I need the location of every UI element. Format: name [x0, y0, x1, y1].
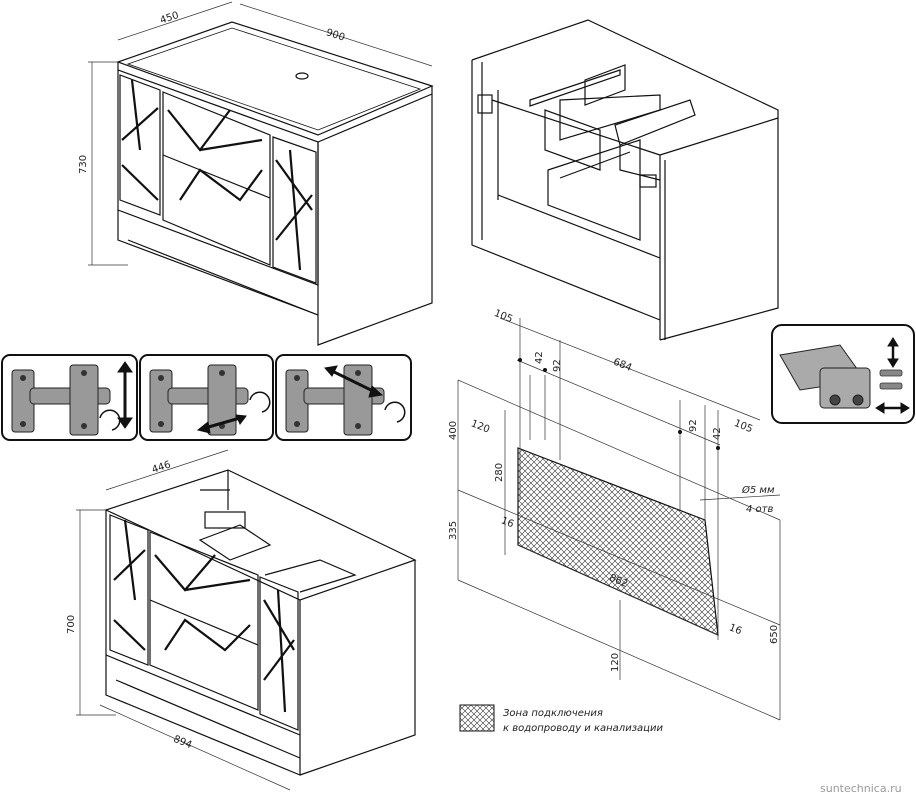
dim-height-top: 730: [78, 155, 89, 174]
connection-zone: [517, 447, 719, 636]
svg-text:280: 280: [494, 463, 505, 482]
dimension-lines-bottom: [76, 449, 291, 791]
svg-text:684: 684: [611, 357, 633, 374]
svg-text:335: 335: [448, 521, 459, 540]
svg-text:120: 120: [610, 653, 621, 672]
dim-depth-top: 450: [159, 10, 181, 26]
hinge-detail-box: [771, 324, 915, 424]
svg-text:105: 105: [732, 418, 754, 435]
cabinet-front-view-top: [116, 21, 434, 346]
svg-text:92: 92: [552, 359, 563, 372]
watermark: suntechnica.ru: [820, 782, 902, 795]
arrow-diagonal-icon: [204, 416, 241, 430]
hinge-instructions: [1, 354, 412, 441]
legend: Зона подключения к водопроводу и канализ…: [459, 704, 663, 734]
hole-count-label: 4 отв: [746, 504, 773, 515]
dim-width-bottom: 894: [172, 734, 194, 751]
dimension-lines-top: [88, 1, 433, 266]
svg-text:16: 16: [727, 622, 743, 637]
svg-text:42: 42: [534, 351, 545, 364]
svg-text:650: 650: [769, 625, 780, 644]
hole-diameter-label: Ø5 мм: [741, 484, 775, 496]
dim-depth-bottom: 446: [151, 459, 173, 475]
dim-width-top: 900: [325, 27, 347, 43]
svg-text:92: 92: [688, 419, 699, 432]
legend-swatch: [459, 704, 495, 732]
cabinet-interior-view: [471, 19, 779, 341]
installation-scheme: [457, 317, 781, 721]
svg-text:105: 105: [492, 308, 514, 325]
rotate-icon: [99, 391, 406, 431]
svg-text:400: 400: [448, 421, 459, 440]
arrow-depth-icon: [329, 368, 376, 394]
cabinet-carcass-view: [104, 469, 417, 776]
svg-text:42: 42: [712, 427, 723, 440]
install-dimensions: 105 42 92 684 105 92 42 120 400 280 335 …: [448, 308, 780, 672]
svg-text:16: 16: [499, 515, 515, 530]
legend-line-2: к водопроводу и канализации: [503, 723, 663, 734]
svg-text:120: 120: [469, 418, 491, 435]
dim-height-bottom: 700: [66, 615, 77, 634]
legend-line-1: Зона подключения: [503, 708, 603, 719]
